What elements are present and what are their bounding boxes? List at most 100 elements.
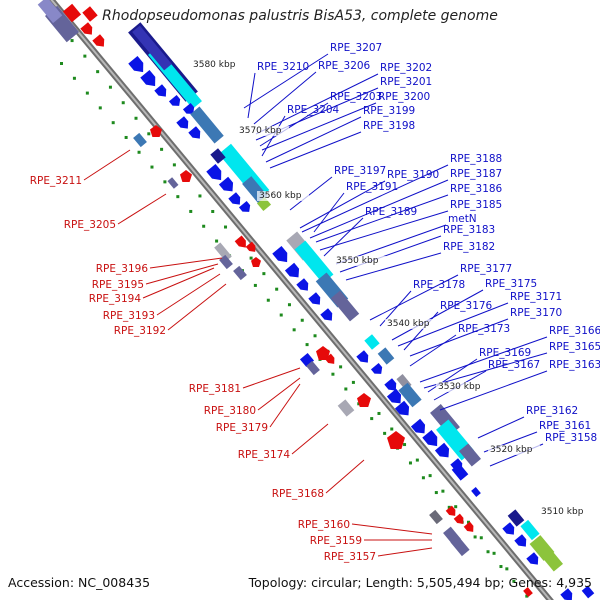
gc-dot: [70, 39, 74, 43]
gc-dot: [60, 62, 63, 65]
gene-label-forward: metN: [448, 213, 477, 225]
gene-arrow: [168, 94, 181, 106]
gene-label-forward: RPE_3171: [510, 291, 562, 303]
genome-backbone: [47, 0, 554, 600]
scale-label-bg: [257, 191, 309, 201]
gene-block-lime: [540, 548, 564, 572]
leader-line-forward: [255, 73, 379, 135]
gene-label-forward: RPE_3207: [330, 42, 382, 54]
leader-line-reverse: [156, 273, 221, 316]
gene-block-reverse: [82, 6, 98, 22]
gene-block-forward: [132, 25, 172, 71]
gene-arrow-reverse: [80, 22, 93, 35]
gene-label-forward: RPE_3183: [443, 224, 495, 236]
topology-text: Topology: circular; Length: 5,505,494 bp…: [248, 575, 592, 590]
leader-line-forward: [409, 334, 457, 367]
gene-label-reverse: RPE_3196: [96, 263, 149, 275]
gc-dot: [454, 505, 458, 509]
gene-pentagon-reverse: [251, 257, 261, 267]
label-leaders: [83, 53, 548, 557]
gc-dot: [499, 565, 503, 569]
leader-line-forward: [315, 194, 449, 243]
gc-dot: [108, 85, 112, 89]
leader-line-forward: [477, 416, 525, 439]
gene-label-forward: RPE_3173: [458, 323, 510, 335]
gene-arrow: [434, 442, 450, 458]
gene-label-forward: RPE_3167: [488, 359, 540, 371]
gc-dot: [98, 106, 102, 110]
gene-label-reverse: RPE_3179: [216, 422, 268, 434]
gc-dot: [300, 318, 304, 322]
gene-label-reverse: RPE_3181: [189, 383, 241, 395]
gene-label-forward: RPE_3210: [257, 61, 309, 73]
gene-arrow: [502, 522, 515, 535]
gc-dot: [479, 536, 483, 540]
leader-line-reverse: [242, 367, 301, 389]
gc-dot: [512, 579, 516, 583]
gene-block-reverse: [523, 587, 533, 597]
gc-dot: [390, 427, 394, 431]
gc-dot: [339, 365, 343, 369]
gene-arrow: [514, 534, 527, 547]
gene-label-reverse: RPE_3159: [310, 535, 362, 547]
gene-arrow: [526, 552, 539, 565]
leader-line-forward: [243, 53, 329, 109]
gene-label-reverse: RPE_3193: [103, 310, 155, 322]
gene-arrow: [188, 126, 201, 139]
gene-label-forward: RPE_3189: [365, 206, 417, 218]
gc-dot: [305, 343, 309, 347]
gene-pentagon-reverse: [357, 393, 371, 407]
scale-label-bg: [436, 382, 488, 392]
leader-line-forward: [397, 302, 509, 347]
gc-dot: [124, 135, 128, 139]
gc-dot: [434, 491, 438, 495]
leader-line-reverse: [377, 547, 433, 557]
leader-line-reverse: [351, 523, 433, 535]
gene-arrow: [560, 588, 573, 600]
gc-dot: [292, 328, 296, 332]
gene-arrow-reverse: [463, 521, 474, 532]
gc-dot: [408, 461, 412, 465]
gc-dot: [492, 551, 496, 555]
gc-dot: [331, 372, 335, 376]
gc-dot: [121, 101, 125, 105]
gc-dot: [147, 132, 151, 136]
gene-arrow: [238, 200, 251, 212]
gc-dot: [525, 594, 529, 598]
gc-dot: [287, 303, 291, 307]
gc-dot: [137, 150, 141, 154]
scale-label: 3510 kbp: [541, 507, 584, 517]
gene-block-outer: [167, 177, 179, 189]
leader-line-forward: [345, 252, 442, 281]
gene-arrow: [394, 400, 410, 416]
gc-dot: [72, 76, 76, 80]
gene-label-forward: RPE_3158: [545, 432, 597, 444]
leader-line-forward: [247, 72, 256, 119]
gene-block-outer: [306, 360, 320, 376]
gene-arrow: [128, 56, 144, 73]
gene-block-steel: [190, 106, 224, 144]
leader-line-forward: [253, 71, 317, 125]
gene-label-reverse: RPE_3157: [324, 551, 376, 563]
scale-label: 3520 kbp: [490, 445, 533, 455]
gene-pentagon-reverse: [180, 170, 192, 182]
gene-block-outer: [458, 443, 482, 467]
gc-dot: [266, 298, 270, 302]
gene-label-forward: RPE_3186: [450, 183, 503, 195]
leader-line-forward: [419, 336, 548, 383]
gene-block-outer: [37, 0, 63, 24]
gene-label-reverse: RPE_3211: [30, 175, 82, 187]
gc-dot: [403, 443, 407, 447]
leader-line-reverse: [291, 423, 329, 455]
gene-pentagon-reverse: [387, 431, 405, 449]
leader-line-forward: [409, 318, 509, 357]
gc-dot: [111, 121, 115, 125]
gc-dot: [313, 334, 317, 338]
gc-dot: [344, 387, 348, 391]
gc-dot: [473, 535, 477, 539]
leader-line-forward: [269, 131, 362, 169]
scale-label-bg: [334, 256, 386, 266]
gene-block-forward: [471, 487, 481, 497]
